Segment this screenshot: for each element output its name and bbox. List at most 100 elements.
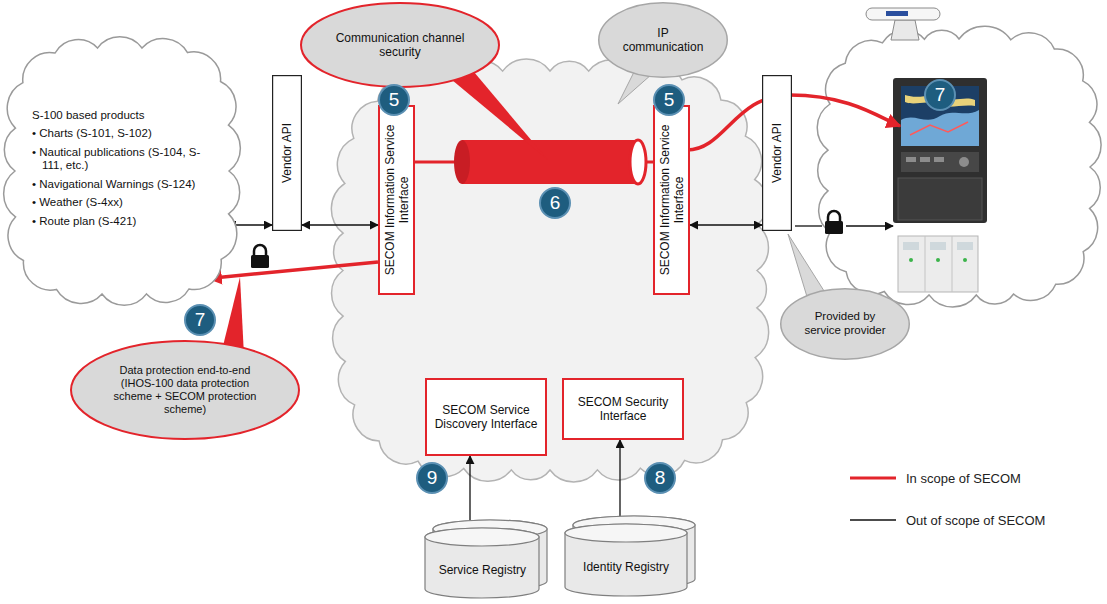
bubble-outline [781, 289, 910, 360]
callout-bubble: Communication channel security [300, 2, 500, 88]
ecdis-console [893, 78, 987, 223]
cylinder-top [565, 524, 687, 542]
secom-interface-box: SECOM Information Service Interface [653, 105, 690, 295]
screen-sea [901, 110, 979, 146]
cylinder-body [425, 528, 539, 598]
node-text: Vendor API [770, 82, 784, 224]
connector [208, 262, 378, 278]
box-outline [563, 379, 683, 439]
antenna-array [866, 8, 940, 20]
text-holder: Communication channel security [330, 31, 470, 59]
radar-antenna [866, 8, 940, 40]
data-flow-arrow [687, 95, 900, 150]
node-text: • Navigational Warnings (S-124) [32, 178, 212, 192]
callout-number: 7 [184, 304, 216, 336]
text-holder: SECOM Security Interface [567, 395, 679, 423]
cabinet-led [963, 258, 967, 262]
cabinet-seam [925, 236, 926, 292]
equipment-link [795, 225, 822, 226]
pipe-end [630, 140, 646, 184]
cabinet-seam [952, 236, 953, 292]
callout-bubble: Data protection end-to-end (IHOS-100 dat… [70, 340, 300, 440]
bubble-outline [599, 3, 728, 78]
cloud-outline [4, 37, 241, 305]
secom-interface-box: SECOM Security Interface [562, 378, 684, 440]
ship-cloud [817, 26, 1101, 307]
lock-body [825, 221, 843, 234]
product-cloud: S-100 based products• Charts (S-101, S-1… [2, 35, 242, 307]
registry-cylinder-shape [425, 520, 547, 598]
callout-tail [452, 72, 548, 160]
node-text: • Route plan (S-421) [32, 215, 212, 229]
console-key [906, 157, 916, 162]
secom-interface-box: SECOM Service Discovery Interface [425, 378, 547, 456]
callout-number: 7 [924, 79, 956, 111]
legend-line [850, 519, 896, 521]
console-base [898, 178, 982, 220]
legend-line [850, 477, 896, 480]
text-holder: SECOM Information Service Interface [657, 112, 685, 288]
node-text: IP communication [618, 26, 709, 54]
registry-cylinder: Identity Registry [565, 516, 695, 596]
console-knob [959, 157, 969, 167]
callout-number: 5 [653, 84, 685, 116]
bubble-outline [301, 3, 499, 87]
callout-bubble: IP communication [598, 2, 728, 78]
console-key [920, 157, 930, 162]
equipment-cabinet [898, 236, 978, 292]
legend-sample [850, 510, 896, 530]
text-holder: SECOM Information Service Interface [382, 112, 410, 288]
text-holder: Identity Registry [569, 560, 683, 574]
legend-item: Out of scope of SECOM [850, 510, 1045, 530]
legend-text: Out of scope of SECOM [906, 513, 1045, 528]
screen-route [910, 122, 968, 135]
node-text: Data protection end-to-end (IHOS-100 dat… [105, 364, 266, 416]
cabinet-panel [903, 242, 919, 250]
console-keys [901, 152, 979, 172]
text-holder: Service Registry [429, 563, 536, 577]
callout-number: 9 [416, 462, 448, 494]
vendor-api-box: Vendor API [272, 75, 302, 231]
antenna-stripe [886, 11, 908, 16]
lock-body [251, 255, 269, 268]
ip-cloud [331, 59, 768, 482]
bubble-outline [71, 341, 299, 439]
node-text: Service Registry [429, 563, 536, 577]
text-holder: Provided by service provider [800, 310, 891, 337]
cabinet-led [936, 258, 940, 262]
callout-number: 5 [378, 84, 410, 116]
box-outline [273, 76, 302, 231]
secure-pipe [454, 140, 646, 184]
pipe-body [462, 140, 638, 184]
text-holder: IP communication [618, 26, 709, 54]
box-outline [426, 379, 546, 455]
cylinder-body [565, 524, 687, 596]
node-text: • Weather (S-4xx) [32, 196, 212, 210]
node-text: SECOM Service Discovery Interface [430, 403, 542, 431]
registry-cylinder: Service Registry [425, 520, 547, 598]
node-text: Vendor API [280, 82, 294, 224]
node-text: SECOM Information Service Interface [657, 112, 685, 288]
text-holder: Vendor API [280, 82, 294, 224]
text-holder: Vendor API [770, 82, 784, 224]
callout-tail [788, 234, 826, 300]
connector [302, 224, 378, 225]
node-text: SECOM Information Service Interface [382, 112, 410, 288]
connector [690, 224, 762, 225]
connector [469, 456, 470, 530]
legend-text: In scope of SECOM [906, 471, 1021, 486]
cabinet-body [898, 236, 978, 292]
legend-item: In scope of SECOM [850, 468, 1021, 488]
antenna-pedestal [891, 20, 919, 40]
node-text: SECOM Security Interface [567, 395, 679, 423]
box-outline [654, 106, 689, 294]
cabinet-panel [930, 242, 946, 250]
console-body [893, 78, 987, 223]
callout-number: 6 [539, 187, 571, 219]
console-key [934, 157, 944, 162]
lock-shackle [254, 245, 266, 256]
text-holder: Data protection end-to-end (IHOS-100 dat… [105, 364, 266, 416]
secom-interface-box: SECOM Information Service Interface [378, 105, 415, 295]
node-text: Communication channel security [330, 31, 470, 59]
